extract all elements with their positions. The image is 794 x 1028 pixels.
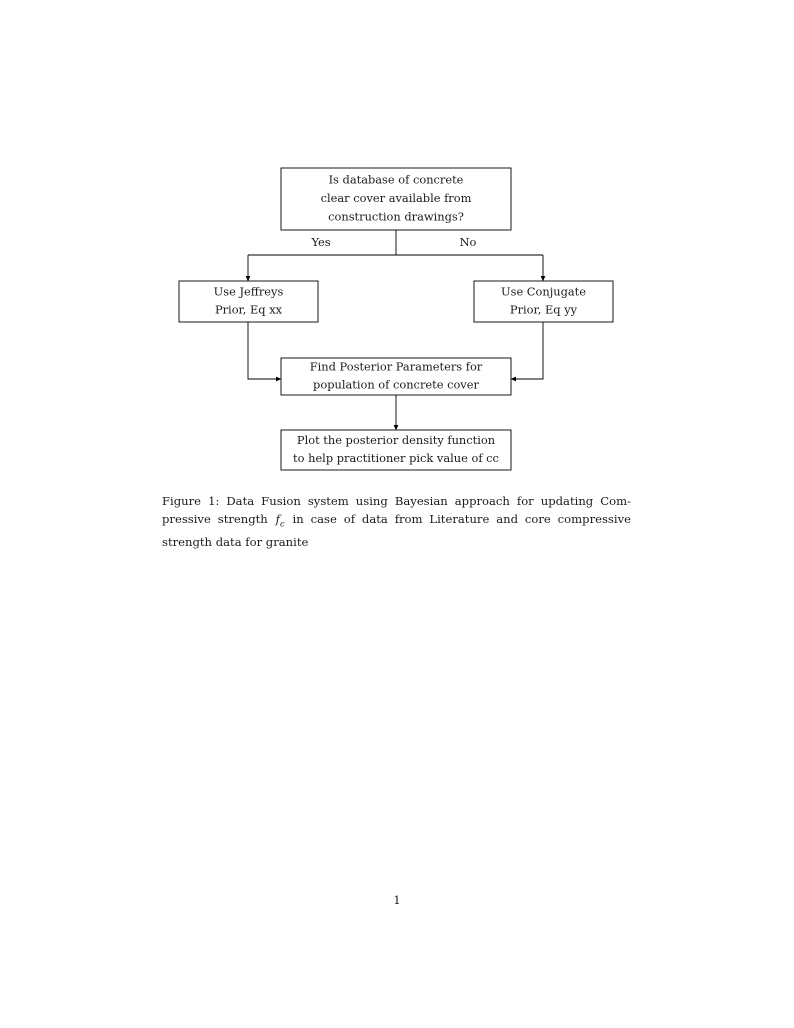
caption-math-symbol: f: [275, 512, 280, 527]
caption-math-subscript: c: [279, 518, 285, 529]
caption-text-after-math: in case of data from Literature and core…: [162, 512, 631, 549]
flowchart-edges: [245, 230, 546, 431]
connector-conjugate-to-find-posterior: [510, 322, 544, 382]
decision-node-database-available-box: [280, 167, 512, 231]
page-number: 1: [393, 893, 401, 907]
caption-math-variable: fc: [275, 512, 286, 529]
figure-flowchart: Is database of concrete clear cover avail…: [0, 0, 794, 490]
decision-node-database-available-line-1: Is database of concrete: [329, 173, 464, 187]
process-node-find-posterior-parameters-line-1: Find Posterior Parameters for: [310, 359, 483, 373]
process-node-plot-posterior-density: Plot the posterior density function to he…: [280, 429, 512, 471]
process-node-jeffreys-prior-line-1: Use Jeffreys: [214, 284, 284, 298]
process-node-conjugate-prior-line-2: Prior, Eq yy: [510, 303, 578, 317]
caption-label: Figure 1:: [162, 494, 220, 508]
figure-caption: Figure 1: Data Fusion system using Bayes…: [162, 492, 631, 551]
process-node-conjugate-prior-line-1: Use Conjugate: [501, 284, 586, 298]
process-node-find-posterior-parameters-line-2: population of concrete cover: [313, 378, 479, 392]
process-node-jeffreys-prior-line-2: Prior, Eq xx: [215, 303, 283, 317]
decision-node-database-available-line-3: construction drawings?: [328, 209, 464, 223]
process-node-find-posterior-parameters-box: [280, 357, 512, 396]
process-node-plot-posterior-density-box: [280, 429, 512, 471]
caption-text-before-math: Data Fusion system using Bayesian approa…: [162, 494, 632, 527]
process-node-conjugate-prior-box: [473, 280, 614, 323]
decision-node-database-available: Is database of concrete clear cover avail…: [280, 167, 512, 231]
process-node-plot-posterior-density-line-2: to help practitioner pick value of cc: [293, 451, 499, 465]
process-node-find-posterior-parameters: Find Posterior Parameters for population …: [280, 357, 512, 396]
connector-jeffreys-to-find-posterior: [247, 322, 282, 382]
branch-label-no: No: [460, 235, 477, 249]
process-node-jeffreys-prior-box: [178, 280, 319, 323]
process-node-plot-posterior-density-line-1: Plot the posterior density function: [297, 433, 496, 447]
branch-label-yes: Yes: [310, 235, 330, 249]
flowchart-edge-labels: Yes No: [310, 235, 476, 249]
decision-node-database-available-line-2: clear cover available from: [321, 191, 472, 205]
flowchart-nodes: Is database of concrete clear cover avail…: [178, 167, 614, 471]
